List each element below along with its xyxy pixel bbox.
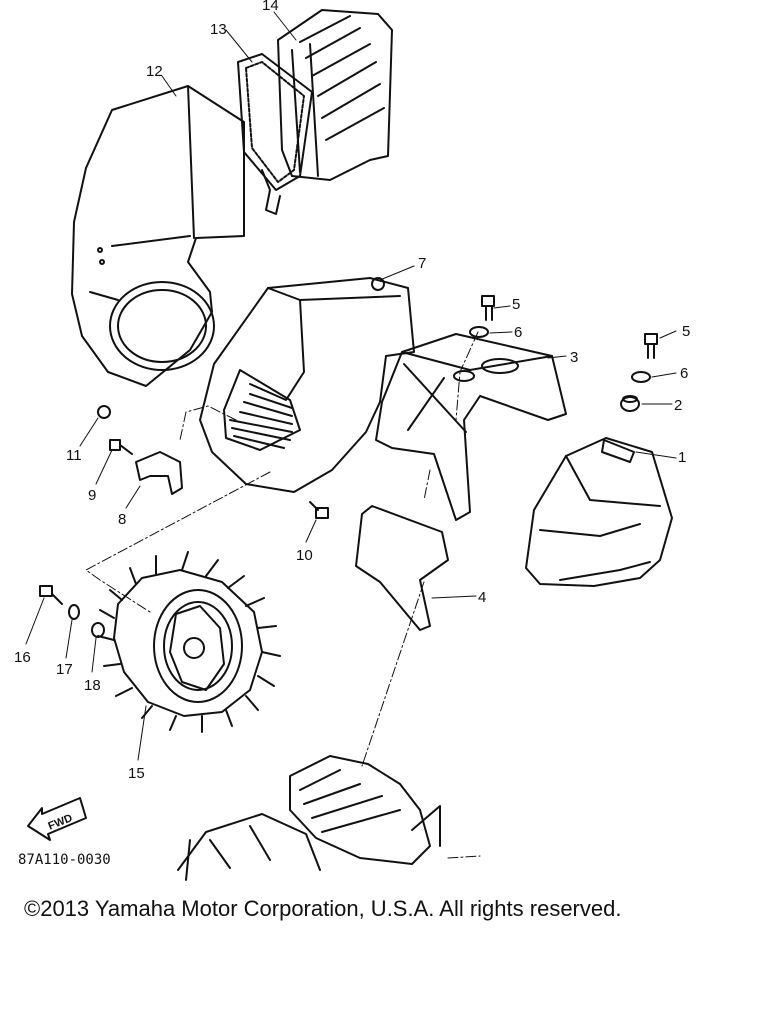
callout-6-right: 6 (680, 365, 688, 382)
callout-5-upper: 5 (512, 296, 520, 313)
part-10-bolt (309, 501, 329, 519)
part-14-filter-element (277, 9, 393, 181)
callout-7: 7 (418, 255, 426, 272)
callout-18: 18 (84, 677, 101, 694)
callout-15: 15 (128, 765, 145, 782)
part-16-bolt (39, 585, 63, 605)
callout-4: 4 (478, 589, 486, 606)
callout-16: 16 (14, 649, 31, 666)
callout-8: 8 (118, 511, 126, 528)
callout-1: 1 (678, 449, 686, 466)
part-5-bolt-right (644, 333, 658, 359)
part-4-plate (355, 505, 449, 631)
part-18-washer (91, 622, 105, 638)
part-8-clamp (135, 451, 183, 495)
part-2-grommet (620, 395, 640, 412)
callout-10: 10 (296, 547, 313, 564)
part-13-gasket (237, 53, 313, 215)
part-6-washer-right (631, 371, 651, 383)
callout-2: 2 (674, 397, 682, 414)
part-3-bracket (375, 333, 567, 521)
callout-17: 17 (56, 661, 73, 678)
part-17-washer (68, 604, 80, 620)
part-15-cooling-fan (97, 551, 281, 733)
part-5-bolt-upper (481, 295, 495, 321)
callout-13: 13 (210, 21, 227, 38)
callout-9: 9 (88, 487, 96, 504)
part-12-air-duct (71, 85, 245, 387)
callout-12: 12 (146, 63, 163, 80)
copyright-notice: ©2013 Yamaha Motor Corporation, U.S.A. A… (24, 896, 622, 921)
part-11-nut (97, 405, 111, 419)
leader-lines (25, 11, 677, 761)
part-9-bolt (109, 439, 133, 455)
fwd-arrow-icon (27, 797, 87, 841)
callout-14: 14 (262, 0, 279, 14)
part-1-cover (525, 437, 673, 587)
part-6-washer-upper (469, 326, 489, 338)
callout-6-upper: 6 (514, 324, 522, 341)
callout-11: 11 (66, 447, 82, 464)
part-7-fan-shroud (199, 277, 415, 493)
alignment-lines (85, 331, 481, 859)
engine-outline (177, 755, 441, 881)
callout-5-right: 5 (682, 323, 690, 340)
callout-3: 3 (570, 349, 578, 366)
diagram-code: 87A110-0030 (18, 852, 111, 868)
